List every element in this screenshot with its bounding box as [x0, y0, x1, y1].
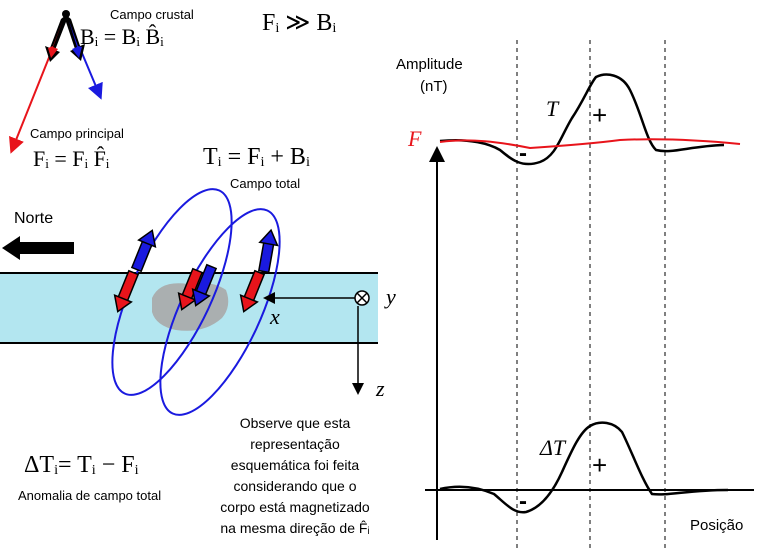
thick-arrow-right — [69, 21, 82, 58]
north-label: Norte — [14, 210, 54, 227]
y-axis-label: y — [386, 284, 396, 309]
vertex-dot — [62, 10, 70, 18]
anomaly-equation: ΔTᵢ= Tᵢ − Fᵢ — [24, 452, 139, 478]
total-field-curve — [439, 73, 725, 166]
north-arrow — [2, 236, 74, 260]
note-line: corpo está magnetizado — [220, 499, 370, 515]
loop-arrow-blue-1 — [130, 229, 157, 273]
amplitude-units: (nT) — [420, 78, 448, 95]
loop-arrow-blue-2 — [191, 263, 218, 307]
total-field-equation: Tᵢ = Fᵢ + Bᵢ — [203, 144, 310, 170]
note-line: na mesma direção de F̂ᵢ — [220, 520, 370, 536]
total-field-title: Campo total — [230, 176, 301, 191]
main-field-equation: Fᵢ = Fᵢ F̂ᵢ — [33, 146, 110, 171]
main-field-title: Campo principal — [30, 126, 124, 141]
crustal-field-title: Campo crustal — [110, 7, 194, 22]
thick-arrow-left — [48, 20, 63, 58]
note-line: Observe que esta — [239, 415, 351, 431]
positive-sign-top: + — [592, 100, 608, 130]
crustal-field-equation: Bᵢ = Bᵢ B̂ᵢ — [80, 24, 164, 49]
note-line: considerando que o — [233, 478, 357, 494]
anomaly-curve-label: ΔT — [540, 435, 566, 460]
anomaly-curve — [439, 421, 729, 514]
thick-arrow-left-outline — [45, 15, 66, 62]
loop-arrows — [113, 228, 279, 313]
total-field-curve-label: T — [546, 96, 559, 121]
field-inequality: Fᵢ ≫ Bᵢ — [262, 10, 337, 36]
negative-sign-top: - — [519, 140, 527, 167]
vector-triangle — [9, 10, 103, 154]
anomaly-graph — [425, 40, 754, 548]
loop-arrow-blue-3 — [257, 228, 279, 274]
position-axis-label: Posição — [690, 517, 744, 534]
note-line: esquemática foi feita — [230, 457, 360, 473]
amplitude-axis-label: Amplitude — [396, 56, 463, 73]
magnetized-body — [152, 282, 229, 331]
explanatory-note: Observe que esta representação esquemáti… — [200, 413, 390, 539]
x-axis-label: x — [270, 304, 280, 329]
loop-arrow-red-1 — [113, 269, 140, 313]
loop-arrow-red-3 — [239, 269, 266, 313]
positive-sign-bottom: + — [592, 450, 608, 480]
negative-sign-bottom: - — [519, 488, 527, 515]
main-field-curve — [439, 138, 741, 150]
z-axis-label: z — [376, 376, 385, 401]
anomaly-title: Anomalia de campo total — [18, 488, 162, 503]
coordinate-axes — [263, 290, 370, 395]
main-field-curve-label: F — [408, 126, 422, 151]
note-line: representação — [250, 436, 340, 452]
loop-arrow-red-2 — [177, 267, 204, 311]
